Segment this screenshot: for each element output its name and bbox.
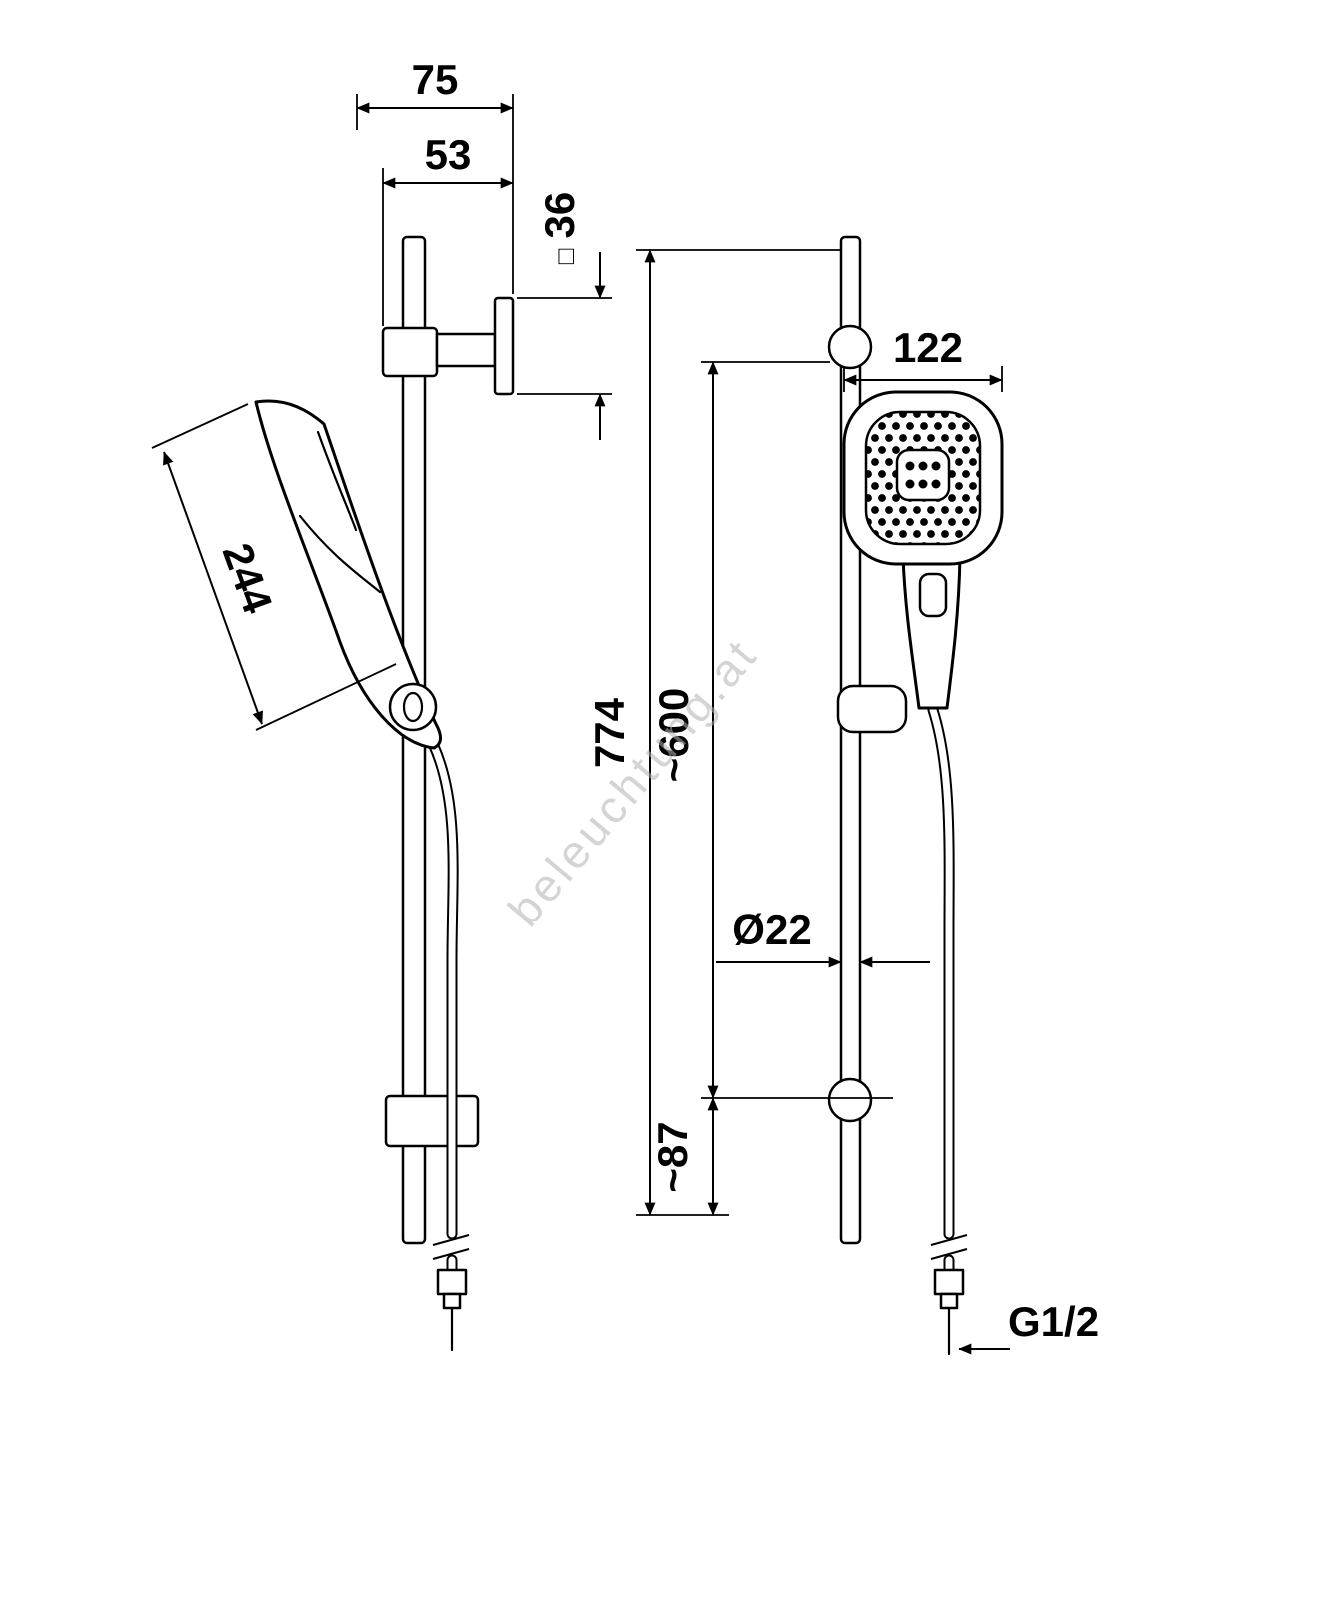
spray-center-button <box>895 448 951 502</box>
dimension-53: 53 <box>382 131 514 326</box>
holder-side <box>388 682 438 732</box>
dimension-label: ~600 <box>650 688 697 783</box>
dimension-label: 122 <box>893 324 963 371</box>
button-dot <box>931 479 941 489</box>
dimension-label: ~87 <box>649 1121 696 1192</box>
button-dot <box>918 461 928 471</box>
bottom-slider-knob <box>827 1077 873 1123</box>
hose-nut-side <box>436 1268 468 1296</box>
holder-side-inner <box>402 691 424 723</box>
dimension-label: 75 <box>412 56 459 103</box>
dimension-87: ~87 <box>649 1097 719 1216</box>
dimension-line <box>163 451 263 725</box>
dimension-75: 75 <box>356 56 514 294</box>
hose-collar-side <box>442 1292 462 1310</box>
shower-face-edge <box>316 430 358 532</box>
button-dot <box>905 461 915 471</box>
hose-break-tick <box>432 1234 470 1246</box>
hose-break-tick <box>930 1248 968 1260</box>
handle-button <box>918 572 948 618</box>
side-view <box>254 235 515 1352</box>
extension-line <box>151 403 249 449</box>
wall-arm-side <box>435 332 497 368</box>
thread-label-g12: G1/2 <box>958 1298 1099 1355</box>
dimension-22: Ø22 <box>716 906 930 968</box>
button-dot <box>918 479 928 489</box>
hose-break-tick <box>930 1234 968 1246</box>
hand-shower-side <box>254 399 442 750</box>
shower-contour-line <box>298 514 382 594</box>
dimension-122: 122 <box>843 324 1003 392</box>
thread-label: G1/2 <box>1008 1298 1099 1345</box>
watermark: beleuchtung.at <box>498 628 768 936</box>
dimension-label: 244 <box>214 537 282 620</box>
dimension-label: 774 <box>586 697 633 768</box>
dimension-label: 53 <box>425 131 472 178</box>
top-slider-knob <box>827 324 873 370</box>
wall-plate-side <box>493 296 515 396</box>
hose-front-core <box>929 706 953 1238</box>
button-dot <box>905 479 915 489</box>
bottom-bracket-side <box>384 1094 480 1148</box>
dimension-36: □36 <box>517 192 612 440</box>
dimension-774: 774 <box>586 249 841 1216</box>
extension-line <box>255 663 397 731</box>
hose-nut-front <box>933 1268 965 1296</box>
dimension-600: ~600 <box>650 361 893 1099</box>
slider-block-side <box>381 326 439 378</box>
front-view <box>827 235 1004 1356</box>
dimension-label: Ø22 <box>732 906 811 953</box>
button-dot <box>931 461 941 471</box>
hose-side-core <box>430 742 457 1238</box>
dimension-label: □36 <box>536 192 583 264</box>
holder-front <box>836 684 908 734</box>
hose-collar-front <box>939 1292 959 1310</box>
hose-break-tick <box>432 1248 470 1260</box>
